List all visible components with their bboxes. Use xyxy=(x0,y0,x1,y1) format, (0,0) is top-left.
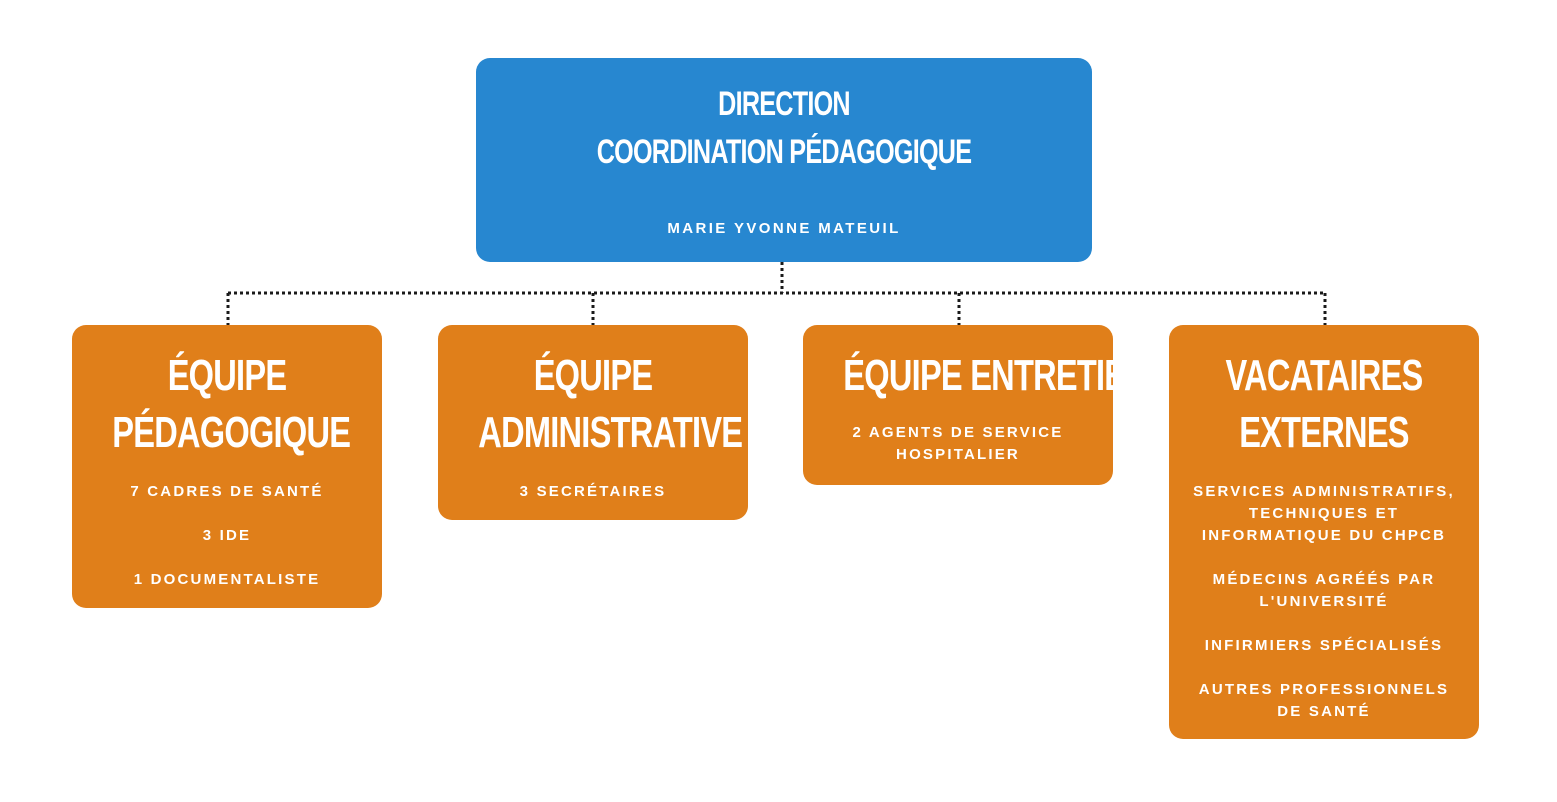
team-title-line2: PÉDAGOGIQUE xyxy=(112,408,351,457)
team-item: SERVICES ADMINISTRATIFS, TECHNIQUES ET I… xyxy=(1193,483,1455,544)
team-item: MÉDECINS AGRÉÉS PAR L'UNIVERSITÉ xyxy=(1212,571,1436,610)
team-item: 1 DOCUMENTALISTE xyxy=(133,571,321,588)
direction-title-line2: COORDINATION PÉDAGOGIQUE xyxy=(596,133,972,171)
direction-box: DIRECTION COORDINATION PÉDAGOGIQUE MARIE… xyxy=(476,58,1092,262)
team-item: 2 AGENTS DE SERVICE HOSPITALIER xyxy=(852,424,1064,463)
team-item: AUTRES PROFESSIONNELS DE SANTÉ xyxy=(1198,681,1450,720)
team-item: 3 SECRÉTAIRES xyxy=(519,483,667,500)
team-box-pedagogique: ÉQUIPE PÉDAGOGIQUE 7 CADRES DE SANTÉ 3 I… xyxy=(72,325,382,608)
team-box-administrative: ÉQUIPE ADMINISTRATIVE 3 SECRÉTAIRES xyxy=(438,325,748,520)
team-item: 7 CADRES DE SANTÉ xyxy=(130,483,324,500)
team-title-line1: ÉQUIPE ENTRETIEN xyxy=(843,351,1149,400)
team-title-line2: EXTERNES xyxy=(1239,408,1409,457)
team-title-line1: ÉQUIPE xyxy=(167,351,287,400)
team-title-line1: ÉQUIPE xyxy=(533,351,653,400)
team-box-entretien: ÉQUIPE ENTRETIEN 2 AGENTS DE SERVICE HOS… xyxy=(803,325,1149,485)
team-box-vacataires: VACATAIRES EXTERNES SERVICES ADMINISTRAT… xyxy=(1169,325,1479,739)
team-item: 3 IDE xyxy=(202,527,252,544)
team-title-line1: VACATAIRES xyxy=(1225,351,1423,400)
direction-name: MARIE YVONNE MATEUIL xyxy=(667,220,901,237)
team-item: INFIRMIERS SPÉCIALISÉS xyxy=(1204,637,1444,654)
team-title-line2: ADMINISTRATIVE xyxy=(478,408,743,457)
direction-title-line1: DIRECTION xyxy=(718,85,850,123)
